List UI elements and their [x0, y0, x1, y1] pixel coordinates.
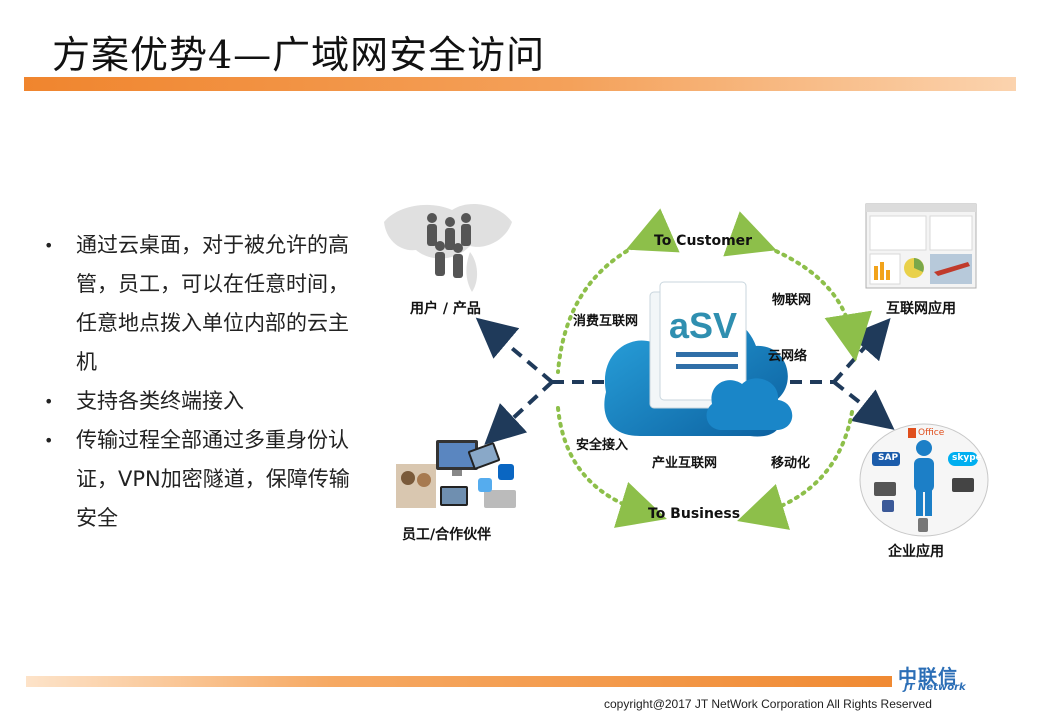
enterprise-apps-icon	[859, 423, 989, 537]
ring-label-mobile: 移动化	[771, 456, 811, 471]
footer-logo-en: JT Network	[904, 682, 966, 693]
bullet-item: 传输过程全部通过多重身份认证，VPN加密隧道，保障传输安全	[44, 421, 366, 538]
node-label-enterprise-apps: 企业应用	[888, 544, 944, 560]
footer-logo-cn: 中联信	[898, 666, 959, 688]
title-underline-bar	[24, 77, 1016, 91]
to-business-label: To Business	[648, 506, 741, 522]
bullet-item: 通过云桌面，对于被允许的高管，员工，可以在任意时间，任意地点拨入单位内部的云主机	[44, 226, 366, 382]
asv-logo-text: aSV	[669, 305, 737, 346]
asv-cloud-icon: aSV	[604, 281, 793, 437]
skype-icon-label: skype	[952, 453, 982, 463]
to-customer-label: To Customer	[654, 233, 753, 249]
devices-icon	[396, 440, 516, 508]
footer-bar	[26, 676, 892, 687]
bullet-list: 通过云桌面，对于被允许的高管，员工，可以在任意时间，任意地点拨入单位内部的云主机…	[44, 226, 364, 538]
ring-label-iot: 物联网	[772, 293, 812, 308]
bullet-item: 支持各类终端接入	[44, 382, 364, 421]
copyright-text: copyright@2017 JT NetWork Corporation Al…	[604, 697, 932, 711]
node-label-users-products: 用户 / 产品	[410, 301, 481, 317]
ring-label-industrial-internet: 产业互联网	[652, 456, 718, 471]
ring-label-secure-access: 安全接入	[576, 438, 629, 453]
sap-icon-label: SAP	[878, 453, 899, 463]
ring-label-cloud-network: 云网络	[768, 349, 808, 364]
people-icon	[427, 213, 471, 278]
ring-label-consumer-internet: 消费互联网	[573, 314, 639, 329]
internet-app-screenshot-icon	[865, 203, 977, 289]
green-dotted-arcs	[556, 208, 872, 530]
node-label-staff-partners: 员工/合作伙伴	[402, 527, 492, 543]
office-icon-label: Office	[918, 428, 945, 438]
node-label-internet-apps: 互联网应用	[886, 301, 956, 317]
slide-title: 方案优势4—广域网安全访问	[52, 33, 546, 77]
